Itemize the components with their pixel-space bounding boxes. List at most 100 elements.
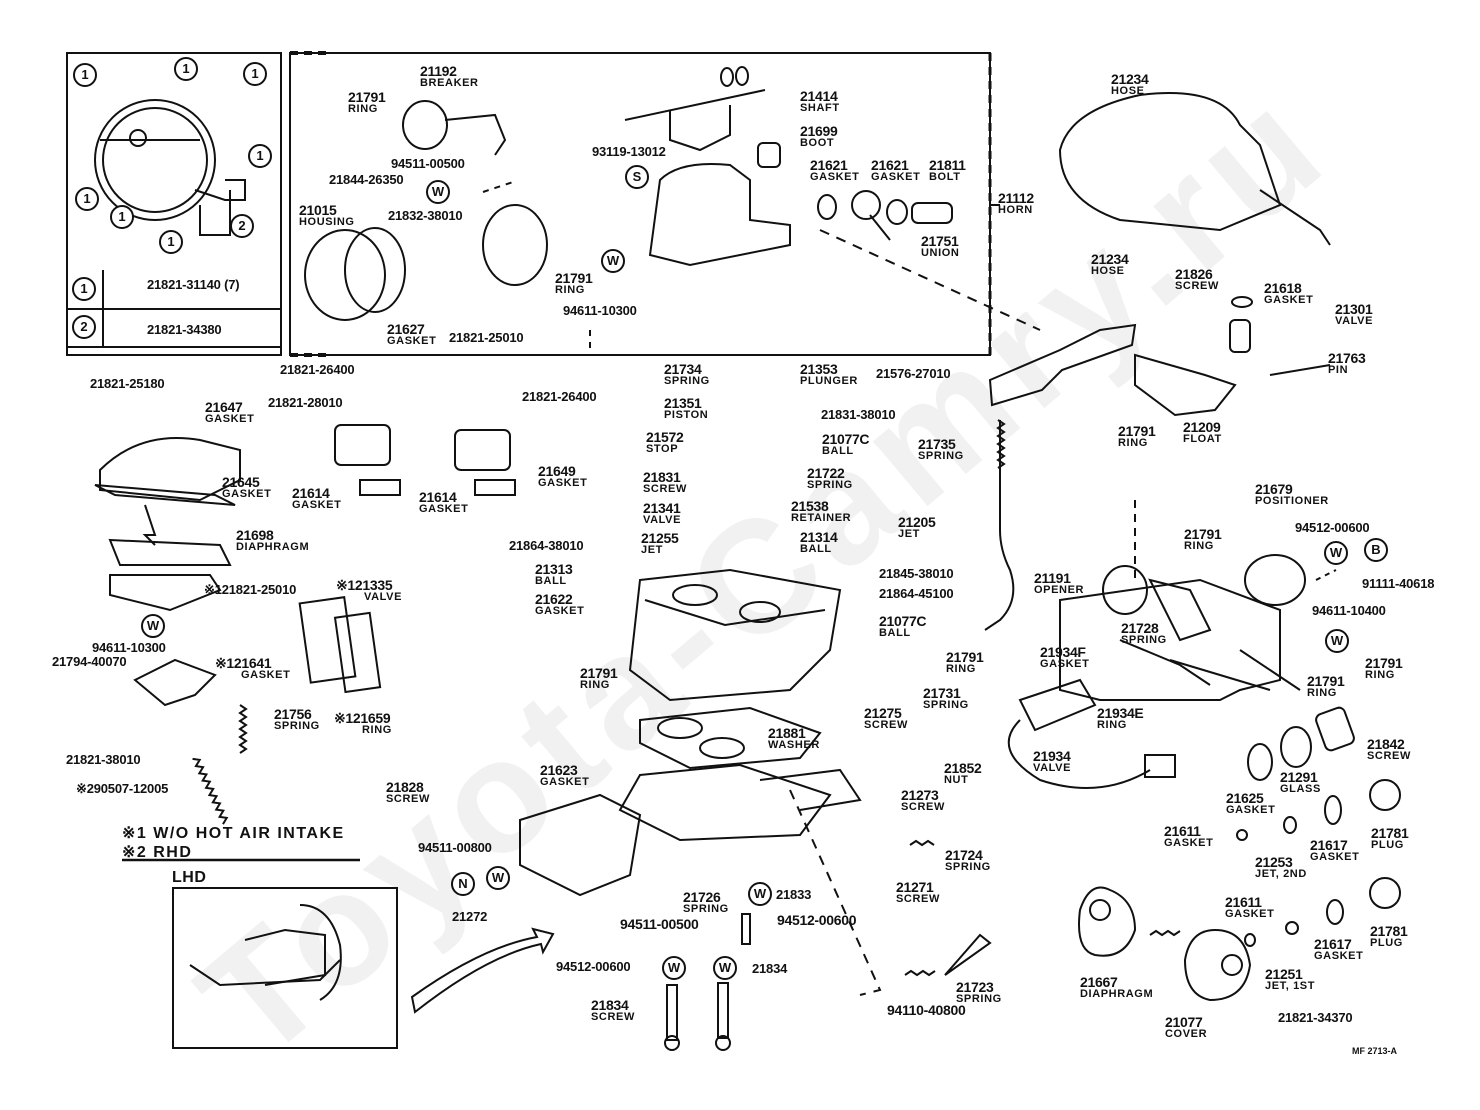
part-label-21821-28010: 21821-28010 — [268, 395, 343, 410]
washer-symbol: W — [662, 956, 686, 980]
legend-key-1: 1 — [72, 277, 96, 301]
washer-symbol: W — [601, 249, 625, 273]
part-label-94512-00600: 94512-00600 — [556, 959, 631, 974]
part-label-21726: 94511-00500 — [620, 916, 699, 932]
legend-key-2: 2 — [72, 315, 96, 339]
note-1: ※1 W/O HOT AIR INTAKE — [122, 825, 345, 842]
part-label-21864-38010: 21864-38010 — [509, 538, 584, 553]
part-label-21844-26350: 21844-26350 — [329, 172, 404, 187]
washer-symbol: W — [486, 866, 510, 890]
bolt-symbol: B — [1364, 538, 1388, 562]
part-label-94511-00800: 21272 — [452, 909, 488, 924]
part-label-94110-40800: 94511-00800 — [418, 840, 492, 855]
callout-1: 1 — [110, 205, 134, 229]
part-label-94511-00500: 21833 — [776, 887, 812, 902]
part-label-94512-00600: 94512-00600 — [1295, 520, 1370, 535]
part-label-21821-34370: 21821-34370 — [1278, 1010, 1353, 1025]
figure-code: MF 2713-A — [1352, 1046, 1398, 1056]
part-label-94512-00600: 21834 — [752, 961, 788, 976]
part-label-21821-25010-asterisk: ※121821-25010 — [204, 582, 297, 597]
part-label-21832-38010: 21832-38010 — [388, 208, 463, 223]
part-label-21833: 94512-00600 — [777, 912, 857, 928]
part-label-21821-25010: 21821-25010 — [449, 330, 524, 345]
lhd-label: LHD — [172, 869, 207, 886]
part-label-93119-13012: 93119-13012 — [592, 144, 666, 159]
callout-1: 1 — [159, 230, 183, 254]
part-label-21821-26400: 21821-26400 — [522, 389, 597, 404]
washer-symbol: W — [713, 956, 737, 980]
part-label-21821-26400: 21821-26400 — [280, 362, 355, 377]
callout-1: 1 — [243, 62, 267, 86]
washer-symbol: W — [1325, 629, 1349, 653]
part-label-91111-40618: 91111-40618 — [1362, 576, 1435, 591]
spring-washer-symbol: S — [625, 165, 649, 189]
washer-symbol: W — [748, 882, 772, 906]
part-label-21821-38010: 21821-38010 — [66, 752, 141, 767]
legend-row-1 — [66, 270, 282, 310]
part-label-21831-38010: 21831-38010 — [821, 407, 896, 422]
part-label-94611-10400: 94611-10400 — [1312, 603, 1386, 618]
washer-symbol: W — [426, 180, 450, 204]
part-label-94611-10300: 94611-10300 — [92, 640, 166, 655]
